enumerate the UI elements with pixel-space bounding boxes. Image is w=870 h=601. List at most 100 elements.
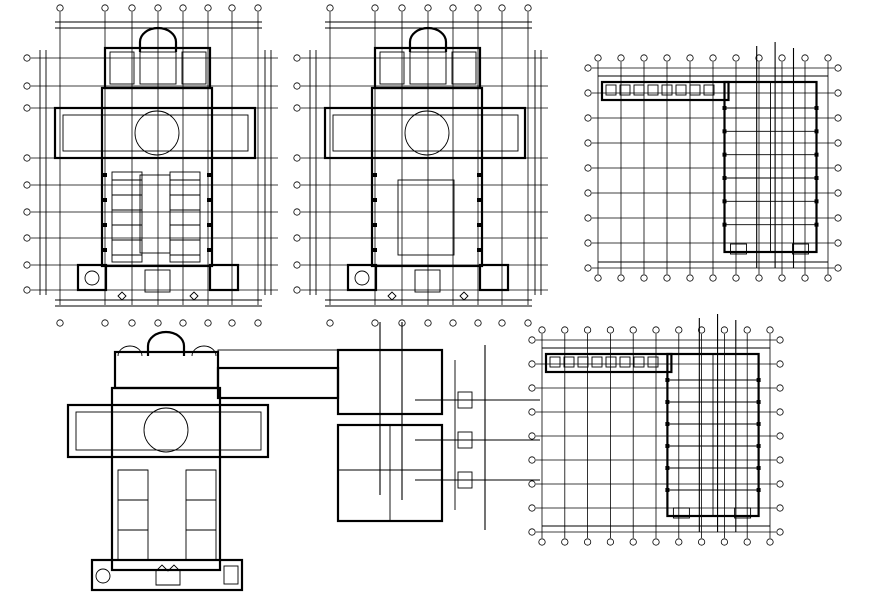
- column: [814, 106, 819, 110]
- grid-bubble: [652, 538, 660, 546]
- marker-diamonds: [117, 291, 199, 301]
- grid-bubble: [776, 408, 784, 416]
- grid-bubble: [293, 181, 301, 189]
- grid-bubble: [617, 274, 625, 282]
- rect: [703, 84, 715, 96]
- grid-bubble: [617, 54, 625, 62]
- grid-bubble: [583, 326, 592, 334]
- side-dome-left: [117, 345, 143, 357]
- grid-bubble: [629, 326, 637, 334]
- rect: [591, 356, 603, 368]
- grid-bubble: [720, 326, 729, 334]
- grid-bubble: [528, 480, 536, 488]
- grid-bubble: [778, 54, 786, 62]
- rect: [605, 84, 617, 96]
- grid-bubble: [755, 274, 763, 282]
- rect: [139, 51, 177, 85]
- marker-diamonds: [387, 291, 469, 301]
- grid-bubble: [228, 319, 236, 327]
- grid-bubble: [179, 4, 187, 12]
- dome-circle: [143, 407, 189, 453]
- column: [722, 222, 727, 227]
- rect: [661, 84, 673, 96]
- grid-bubble: [834, 239, 842, 247]
- grid-bubble: [254, 4, 262, 12]
- grid-bubble: [561, 538, 569, 546]
- grid-bubble: [776, 528, 784, 536]
- grid-bubble: [766, 326, 774, 334]
- grid-bubble: [584, 264, 592, 272]
- grid-bubble: [23, 286, 31, 294]
- apse-dome: [408, 26, 448, 52]
- grid-bubble: [254, 319, 262, 327]
- grid-bubble: [204, 319, 212, 327]
- rect: [217, 349, 339, 369]
- grid-bubble: [778, 274, 786, 282]
- rect: [689, 84, 701, 96]
- rect: [633, 84, 645, 96]
- column: [477, 173, 481, 177]
- grid-bubble: [697, 538, 706, 546]
- grid-bubble: [629, 538, 637, 546]
- grid-bubble: [675, 538, 683, 546]
- column: [103, 248, 107, 252]
- column: [722, 106, 727, 110]
- rect: [379, 51, 405, 85]
- rect: [185, 469, 217, 561]
- column: [814, 199, 819, 204]
- rect: [577, 356, 589, 368]
- rect: [113, 350, 220, 390]
- grid-bubble: [424, 4, 432, 12]
- grid-bubble: [686, 54, 694, 62]
- rect: [451, 51, 477, 85]
- rect: [633, 356, 645, 368]
- column: [207, 198, 211, 202]
- grid-bubble: [23, 104, 31, 112]
- rect: [117, 469, 149, 561]
- grid-bubble: [293, 154, 301, 162]
- grid-bubble: [824, 54, 832, 62]
- grid-bubble: [594, 274, 602, 282]
- column: [103, 223, 107, 227]
- column: [722, 152, 727, 157]
- rect: [208, 263, 240, 292]
- grid-bubble: [709, 274, 717, 282]
- grid-bubble: [528, 528, 536, 536]
- grid-bubble: [498, 4, 506, 12]
- entry-porch: [155, 564, 181, 586]
- grid-bubble: [528, 336, 536, 344]
- grid-bubble: [528, 360, 536, 368]
- grid-bubble: [528, 408, 536, 416]
- grid-bubble: [56, 319, 64, 327]
- grid-bubble: [732, 54, 740, 62]
- grid-bubble: [755, 54, 763, 62]
- rect: [181, 51, 207, 85]
- grid-bubble: [56, 4, 64, 12]
- grid-bubble: [776, 360, 784, 368]
- column: [722, 129, 727, 134]
- grid-bubble: [584, 139, 592, 147]
- grid-bubble: [732, 274, 740, 282]
- stair-circle: [84, 270, 100, 286]
- column: [722, 176, 727, 180]
- grid-bubble: [154, 319, 162, 327]
- rect: [619, 356, 631, 368]
- rect: [103, 46, 212, 90]
- rect: [223, 565, 239, 585]
- grid-bubble: [824, 274, 832, 282]
- column: [103, 198, 107, 202]
- grid-bubble: [326, 319, 334, 327]
- grid-bubble: [101, 319, 109, 327]
- rect: [397, 179, 455, 256]
- grid-bubble: [776, 336, 784, 344]
- grid-bubble: [23, 54, 31, 62]
- grid-bubble: [584, 114, 592, 122]
- column: [665, 444, 670, 448]
- column: [665, 378, 670, 382]
- grid-bubble: [834, 114, 842, 122]
- rect: [110, 386, 222, 572]
- grid-bubble: [776, 384, 784, 392]
- grid-bubble: [834, 264, 842, 272]
- column: [477, 223, 481, 227]
